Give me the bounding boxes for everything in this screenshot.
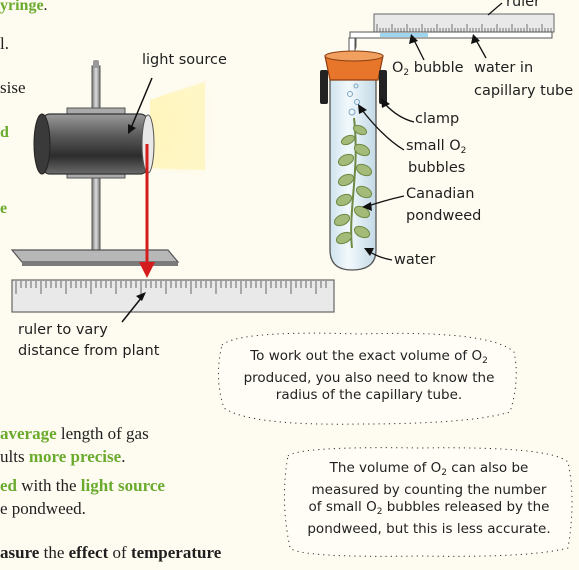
canadian-label-1: Canadian — [406, 186, 475, 202]
water-label: water — [394, 252, 436, 268]
water-capillary-label-2: capillary tube — [474, 83, 574, 99]
note2-line3: of small O2 bubbles released by the — [308, 499, 550, 517]
canadian-label-2: pondweed — [406, 208, 482, 224]
clamp-right — [379, 70, 387, 104]
margin-text-4: d — [0, 124, 9, 141]
note1-line1: To work out the exact volume of O2 — [250, 348, 488, 366]
distance-arrow — [139, 262, 155, 278]
clamp-label: clamp — [415, 111, 460, 127]
light-source-label: light source — [142, 52, 227, 68]
o2-bubble-label: O2 bubble — [392, 60, 464, 78]
stand-base — [10, 249, 180, 263]
small-o2-label-2: bubbles — [408, 160, 466, 176]
body-line-4: e pondweed. — [0, 499, 86, 518]
body-line-3: ed with the light source — [0, 476, 165, 495]
body-line-5: asure the effect of temperature — [0, 543, 222, 562]
margin-text-5: e — [0, 200, 8, 217]
note1-line2: produced, you also need to know the — [243, 370, 495, 386]
pondweed — [333, 117, 373, 249]
clamp-left — [320, 70, 328, 104]
body-line-1: average length of gas — [0, 424, 149, 443]
ruler-vary-label-1: ruler to vary — [18, 322, 108, 338]
note2-line1: The volume of O2 can also be — [329, 460, 529, 478]
note2-line2: measured by counting the number — [311, 482, 547, 498]
note-count-bubbles: The volume of O2 can also be measured by… — [292, 460, 566, 538]
water-capillary-label-1: water in — [474, 60, 534, 76]
small-bubbles — [347, 83, 360, 116]
note2-line4: pondweed, but this is less accurate. — [307, 521, 551, 537]
small-o2-label-1: small O2 — [406, 138, 467, 156]
ruler-label: ruler — [506, 0, 541, 10]
margin-text-2: l. — [0, 34, 9, 53]
body-line-2: ults more precise. — [0, 447, 126, 466]
margin-text-syringe: yringe. — [0, 0, 48, 14]
lamp-body — [41, 113, 149, 175]
note1-line3: radius of the capillary tube. — [275, 387, 463, 403]
margin-text-3: sise — [0, 78, 26, 97]
note-capillary-radius: To work out the exact volume of O2 produ… — [226, 348, 512, 404]
capillary-tube — [349, 31, 553, 39]
ruler-vary-label-2: distance from plant — [18, 343, 160, 359]
